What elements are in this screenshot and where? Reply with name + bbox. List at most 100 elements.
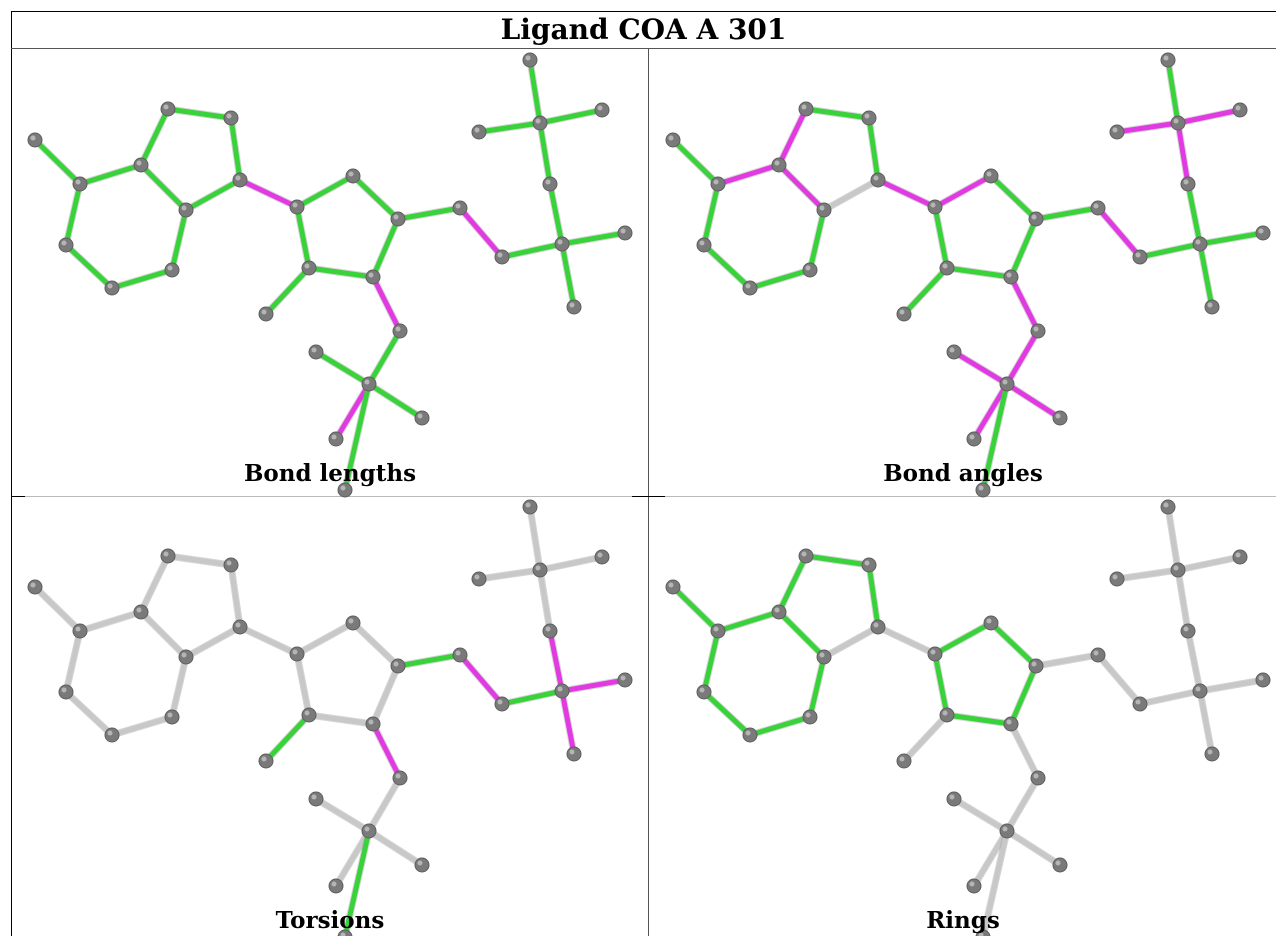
bond xyxy=(1033,652,1101,669)
atom xyxy=(946,344,962,360)
bond xyxy=(1095,205,1143,260)
atom xyxy=(522,499,538,515)
bond xyxy=(537,107,605,126)
bond xyxy=(499,241,565,260)
caption-torsions: Torsions xyxy=(275,907,385,934)
atom-highlight xyxy=(557,239,563,245)
atom-highlight xyxy=(1031,661,1037,667)
atom xyxy=(1170,115,1186,131)
atom xyxy=(414,410,430,426)
atom-highlight xyxy=(364,379,370,385)
bond xyxy=(228,115,243,183)
atom xyxy=(104,280,120,296)
atom-highlight xyxy=(364,826,370,832)
atom-highlight xyxy=(899,756,905,762)
atom xyxy=(1090,647,1106,663)
atom xyxy=(566,746,582,762)
atom xyxy=(1109,571,1125,587)
atom-highlight xyxy=(304,710,310,716)
atom xyxy=(1003,269,1019,285)
caption-bond-angles: Bond angles xyxy=(883,460,1043,487)
atom xyxy=(494,249,510,265)
atom-highlight xyxy=(557,686,563,692)
atom-highlight xyxy=(1183,626,1189,632)
atom-highlight xyxy=(1195,239,1201,245)
atom xyxy=(164,709,180,725)
atom-highlight xyxy=(1183,179,1189,185)
bond xyxy=(165,553,234,568)
bond xyxy=(1008,274,1041,334)
bond xyxy=(901,712,950,764)
atom xyxy=(554,236,570,252)
bond xyxy=(138,106,171,168)
atom xyxy=(328,878,344,894)
bond xyxy=(944,712,1014,727)
bond xyxy=(537,554,605,573)
atom-highlight xyxy=(1055,860,1061,866)
bond xyxy=(457,205,505,260)
atom-highlight xyxy=(1002,826,1008,832)
atom xyxy=(861,110,877,126)
atom-highlight xyxy=(417,860,423,866)
atom-highlight xyxy=(1173,118,1179,124)
molecule-bond-angles xyxy=(665,52,1271,498)
bond xyxy=(1004,381,1063,421)
atom xyxy=(133,604,149,620)
atom-highlight xyxy=(181,652,187,658)
bond xyxy=(670,137,721,187)
atom xyxy=(1192,236,1208,252)
atom-highlight xyxy=(805,265,811,271)
atom-highlight xyxy=(1135,252,1141,258)
bond xyxy=(715,162,782,187)
page-title: Ligand COA A 301 xyxy=(11,11,1276,49)
atom xyxy=(1232,549,1248,565)
atom-highlight xyxy=(1235,552,1241,558)
bond xyxy=(1197,230,1266,247)
atom-highlight xyxy=(620,228,626,234)
atom-highlight xyxy=(819,205,825,211)
atom-highlight xyxy=(61,687,67,693)
atom-highlight xyxy=(167,712,173,718)
bond xyxy=(366,775,403,834)
atom xyxy=(966,878,982,894)
atom xyxy=(164,262,180,278)
atom xyxy=(27,132,43,148)
bond xyxy=(547,181,565,247)
atom-highlight xyxy=(235,175,241,181)
bond xyxy=(237,624,300,657)
atom-highlight xyxy=(311,794,317,800)
atom-highlight xyxy=(167,265,173,271)
atom-highlight xyxy=(340,932,346,936)
atom xyxy=(999,823,1015,839)
bond xyxy=(747,267,813,291)
atom xyxy=(896,753,912,769)
atom xyxy=(798,101,814,117)
atom xyxy=(816,649,832,665)
atom-highlight xyxy=(949,794,955,800)
atom xyxy=(471,124,487,140)
atom xyxy=(1052,857,1068,873)
bond xyxy=(169,654,189,720)
panel-bond-angles: Bond angles xyxy=(650,50,1276,498)
atom xyxy=(861,557,877,573)
atom xyxy=(554,683,570,699)
bond xyxy=(109,267,175,291)
atom-highlight xyxy=(899,309,905,315)
atom-highlight xyxy=(474,574,480,580)
atom-highlight xyxy=(699,687,705,693)
bond xyxy=(138,609,189,660)
bond xyxy=(165,106,234,121)
atom xyxy=(365,269,381,285)
bond xyxy=(333,381,372,442)
bond xyxy=(77,609,144,634)
atom-highlight xyxy=(986,171,992,177)
atom-highlight xyxy=(525,502,531,508)
bond xyxy=(1137,688,1203,707)
atom xyxy=(133,157,149,173)
atom-highlight xyxy=(331,881,337,887)
atom xyxy=(1255,672,1271,688)
atom-highlight xyxy=(331,434,337,440)
atom-highlight xyxy=(1135,699,1141,705)
bond xyxy=(901,265,950,317)
bond xyxy=(476,567,543,582)
